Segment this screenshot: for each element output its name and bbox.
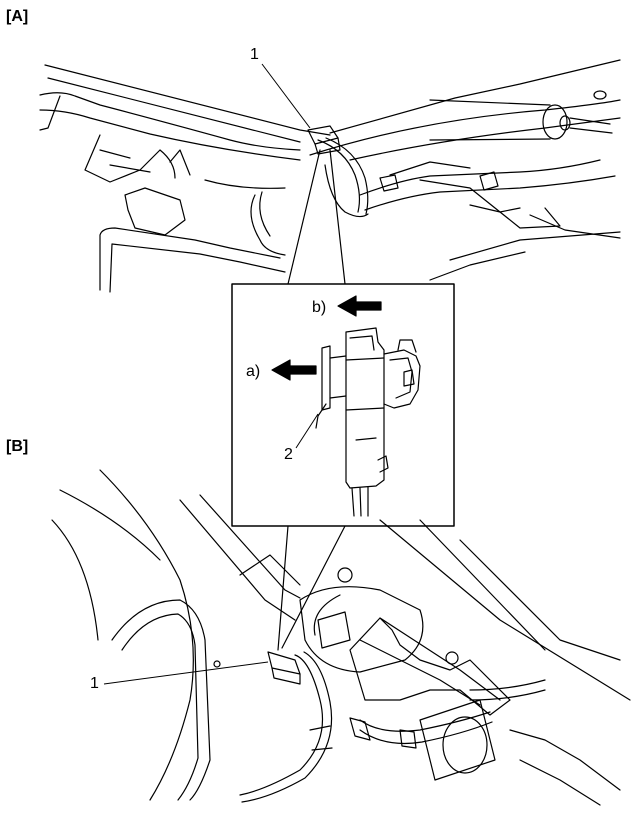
panel-a-label: [A] xyxy=(6,8,29,25)
callout-2: 2 xyxy=(284,446,293,463)
zoom-callout xyxy=(231,149,455,651)
leader-1-bottom xyxy=(103,661,269,685)
callout-1-top: 1 xyxy=(250,46,259,63)
panel-b-drawing xyxy=(51,469,631,806)
step-b-label: b) xyxy=(312,299,327,316)
zoom-box xyxy=(231,283,455,527)
zoom-detail xyxy=(271,295,421,517)
panel-b-label: [B] xyxy=(6,438,29,455)
callout-1-bottom: 1 xyxy=(90,675,99,692)
arrow-a-icon xyxy=(271,359,317,381)
leader-1-top xyxy=(261,63,311,129)
arrow-b-icon xyxy=(337,295,382,317)
leader-2 xyxy=(295,413,319,449)
step-a-label: a) xyxy=(246,363,261,380)
panel-a-drawing xyxy=(39,59,621,293)
